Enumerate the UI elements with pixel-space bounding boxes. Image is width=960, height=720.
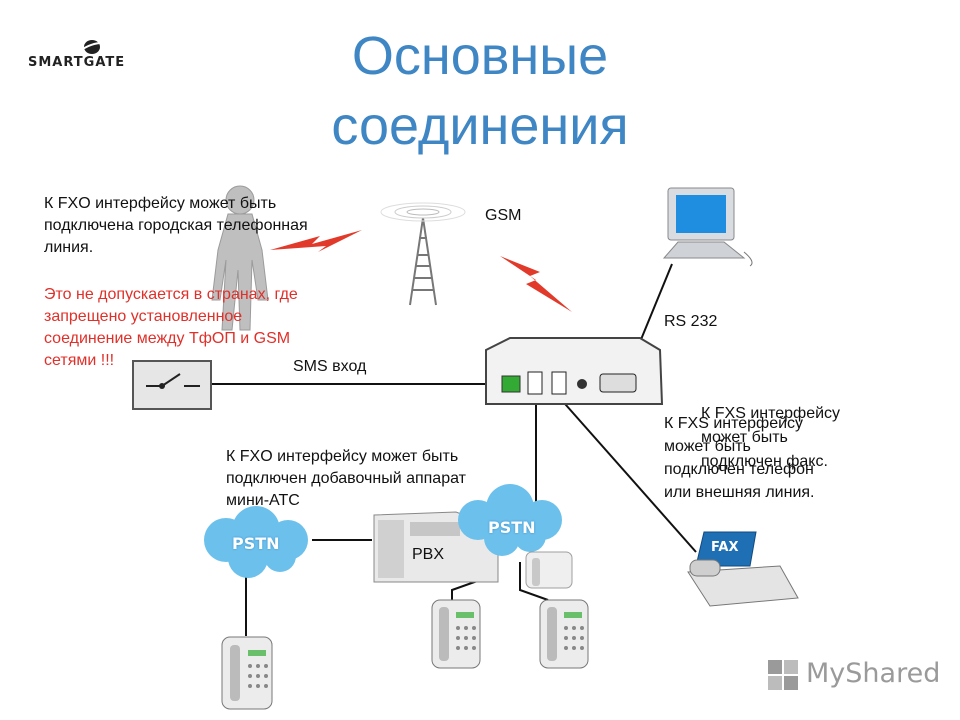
smartgate-logo: SMARTGATE: [28, 38, 156, 72]
title-line-1: Основные: [351, 26, 609, 86]
warning-line-3: соединение между ТфОП и GSM: [44, 330, 291, 347]
pbx-label: PBX: [412, 546, 445, 563]
fxs-phone-line-2: может быть: [664, 438, 751, 455]
fax-machine-icon: [687, 531, 799, 607]
phone-icon: [221, 636, 273, 710]
myshared-logo-icon: [768, 660, 798, 690]
smartgate-logo-icon: [79, 40, 107, 54]
logo-text: SMARTGATE: [28, 55, 126, 70]
phone-partial-icon: [525, 551, 573, 589]
sms-input-switch-icon: [132, 360, 212, 410]
lightning-right-icon: [500, 256, 572, 312]
watermark-text: MyShared: [806, 658, 941, 689]
fxs-phone-line-3: подключен телефон: [664, 461, 814, 478]
myshared-watermark: MyShared: [764, 652, 940, 698]
warning-line-4: сетями !!!: [44, 352, 115, 369]
sms-input-label: SMS вход: [293, 358, 367, 375]
fxo-pbx-line-2: подключен добавочный аппарат: [226, 470, 466, 487]
gsm-tower-icon: [380, 202, 466, 306]
connection-lines: [210, 263, 697, 636]
fxs-phone-line-4: или внешняя линия.: [664, 484, 815, 501]
title-line-2: соединения: [331, 96, 629, 156]
warning-line-2: запрещено установленное: [44, 308, 243, 325]
warning-line-1: Это не допускается в странах, где: [44, 286, 298, 303]
phone-icon: [431, 599, 481, 669]
pstn-cloud-right-icon: [458, 484, 562, 556]
rs232-label: RS 232: [664, 313, 718, 330]
gateway-device-icon: [485, 337, 664, 405]
fxo-city-line-2: подключена городская телефонная: [44, 217, 308, 234]
fxs-fax-line-3: подключен факс.: [701, 453, 828, 470]
lightning-left-icon: [270, 230, 362, 252]
gsm-label: GSM: [485, 207, 522, 224]
fxs-fax-line-1: К FXS интерфейсу: [701, 405, 841, 422]
fax-label: FAX: [711, 540, 739, 555]
fxo-pbx-line-3: мини-АТС: [226, 492, 300, 509]
computer-icon: [662, 187, 753, 267]
fxo-pbx-line-1: К FXO интерфейсу может быть: [226, 448, 459, 465]
person-figure: [211, 185, 269, 331]
fxs-fax-line-2: может быть: [701, 429, 788, 446]
pstn-cloud-left-icon: [204, 506, 308, 578]
fxo-city-line-3: линия.: [44, 239, 94, 256]
pstn-left-label: PSTN: [232, 534, 280, 553]
fxs-phone-line-1: К FXS интерфейсу: [664, 415, 804, 432]
phone-icon: [539, 599, 589, 669]
pstn-right-label: PSTN: [488, 518, 536, 537]
fxo-city-line-1: К FXO интерфейсу может быть: [44, 195, 277, 212]
